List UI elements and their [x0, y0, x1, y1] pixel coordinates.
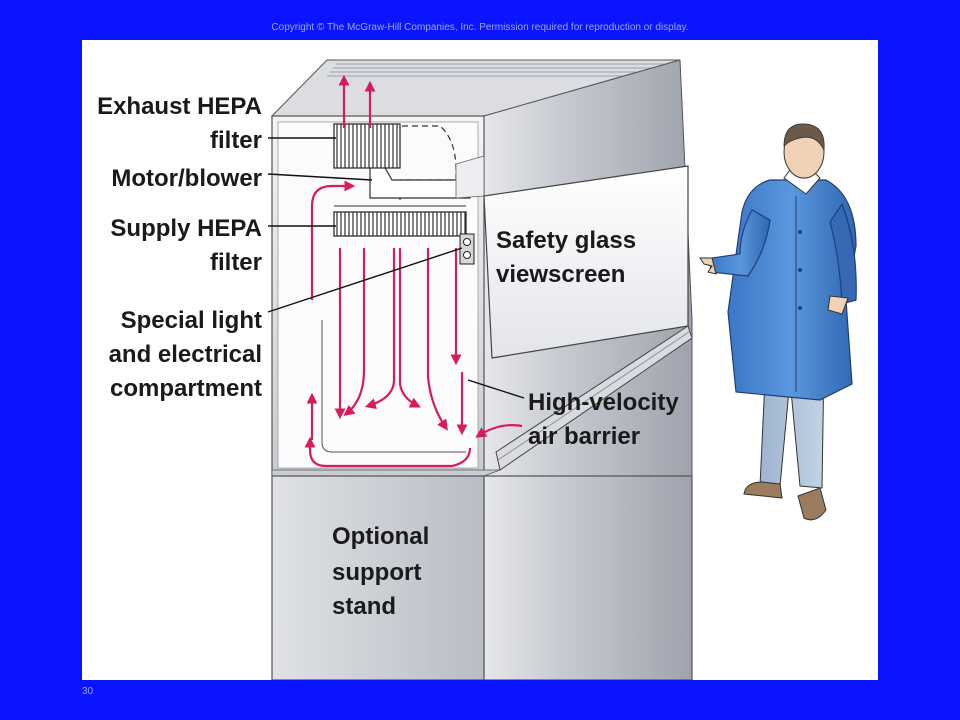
stand-side: [483, 475, 693, 680]
label-high-velocity-2: air barrier: [528, 423, 640, 450]
copyright-notice: Copyright © The McGraw-Hill Companies, I…: [271, 22, 689, 33]
leader-light-compartment: [267, 247, 463, 313]
label-special-light-3: compartment: [110, 375, 262, 402]
label-special-light-1: Special light: [121, 307, 262, 334]
label-special-light-2: and electrical: [109, 341, 262, 368]
stand-front: [271, 475, 485, 680]
slide-number: 30: [82, 686, 94, 697]
label-safety-glass-1: Safety glass: [496, 227, 636, 254]
cabinet: [270, 59, 693, 477]
biosafety-cabinet-diagram: Exhaust HEPA filter Motor/blower Supply …: [97, 59, 857, 680]
technician-hand: [699, 257, 717, 275]
leader-motor-blower: [267, 173, 373, 181]
diagram-labels: Exhaust HEPA filter Motor/blower Supply …: [97, 93, 679, 620]
diagram-panel: Exhaust HEPA filter Motor/blower Supply …: [82, 40, 878, 680]
label-supply-hepa-1: Supply HEPA: [110, 215, 262, 242]
support-stand: [271, 475, 693, 680]
label-support-stand-1: Optional: [332, 523, 429, 550]
label-supply-hepa-2: filter: [210, 249, 262, 276]
technician-figure: [699, 123, 857, 521]
front-grille-lip: [495, 325, 693, 471]
label-support-stand-2: support: [332, 559, 421, 586]
work-surface-channel: [321, 320, 466, 453]
exhaust-hepa-filter: [333, 123, 401, 169]
label-exhaust-hepa-2: filter: [210, 127, 262, 154]
exhaust-grille: [327, 63, 672, 77]
technician-shoe-right: [797, 487, 827, 521]
leader-lines: [267, 137, 525, 399]
label-support-stand-3: stand: [332, 593, 396, 620]
label-motor-blower: Motor/blower: [111, 165, 262, 192]
supply-hepa-filter: [333, 211, 467, 237]
leader-air-barrier: [467, 379, 525, 399]
technician-shoe-left: [743, 481, 783, 499]
airflow-arrows: [304, 74, 523, 468]
interior-floor-ledge: [271, 469, 501, 477]
label-safety-glass-2: viewscreen: [496, 261, 625, 288]
technician-hand-right: [827, 295, 849, 315]
label-exhaust-hepa-1: Exhaust HEPA: [97, 93, 262, 120]
technician-hair: [783, 123, 825, 152]
label-high-velocity-1: High-velocity: [528, 389, 679, 416]
